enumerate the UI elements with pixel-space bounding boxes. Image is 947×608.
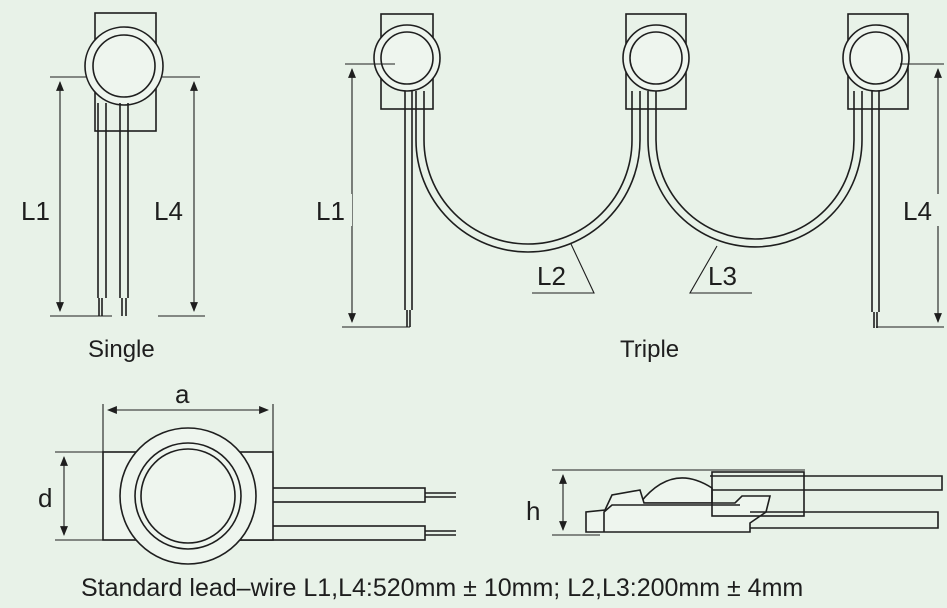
triple-l3-label: L3: [708, 261, 737, 291]
single-sensor: L1 L4 Single: [14, 12, 205, 363]
triple-l4-label: L4: [903, 196, 932, 226]
triple-sensor: L1 L4 L2 L3 Triple: [312, 13, 944, 363]
triple-l1-label: L1: [316, 196, 345, 226]
side-view: h: [522, 469, 943, 536]
top-view: a d: [36, 379, 456, 565]
top-view-d-label: d: [38, 483, 52, 513]
single-l4-label: L4: [154, 196, 183, 226]
footer-note: Standard lead–wire L1,L4:520mm ± 10mm; L…: [81, 574, 803, 602]
triple-l2-label: L2: [537, 261, 566, 291]
triple-caption: Triple: [620, 336, 679, 363]
side-view-h-label: h: [526, 496, 540, 526]
top-view-a-label: a: [175, 379, 190, 409]
single-caption: Single: [88, 336, 155, 363]
single-l1-label: L1: [21, 196, 50, 226]
